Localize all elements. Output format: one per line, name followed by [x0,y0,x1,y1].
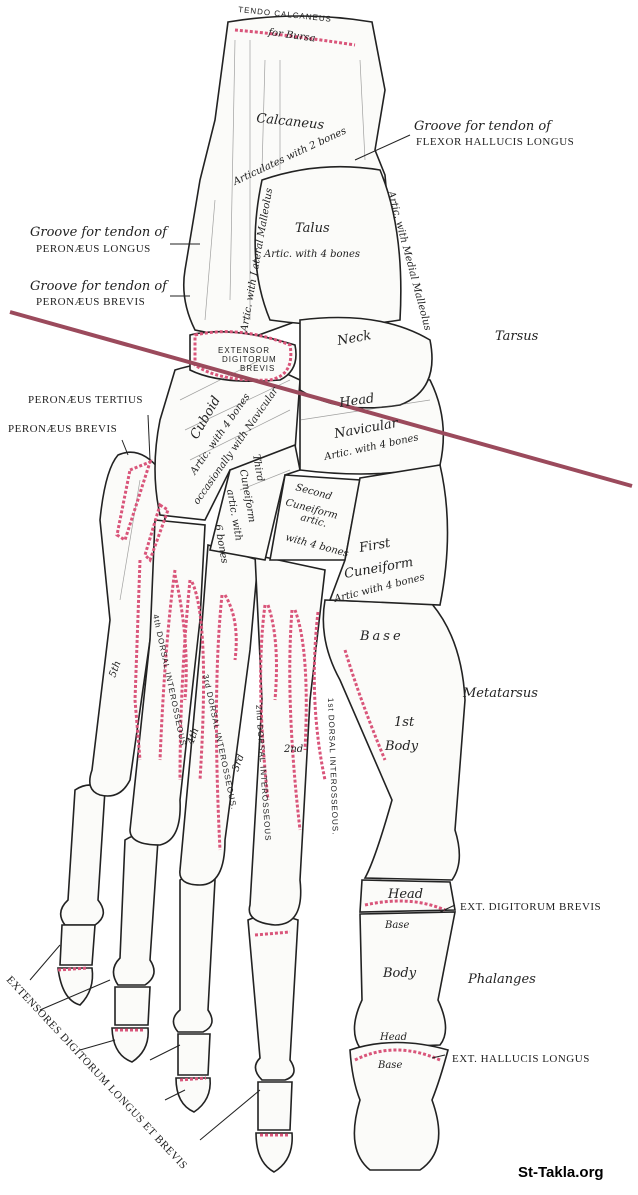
label-base: Base [359,629,404,644]
label-groove-pb-1: Groove for tendon of [30,279,169,294]
label-third-cun-1: Third [250,454,266,483]
label-groove-pl-1: Groove for tendon of [30,225,169,240]
label-extensores: EXTENSORES DIGITORUM LONGUS ET BREVIS [4,974,190,1172]
label-ph-base: Base [384,920,409,931]
label-mt-5: 5th [107,659,123,679]
label-groove-pl-2: PERONÆUS LONGUS [36,243,151,255]
label-di-1: 1st DORSAL INTEROSSEOUS. [326,698,340,836]
label-ph-base2: Base [377,1060,402,1071]
label-calcaneus: Calcaneus [256,111,326,133]
metatarsal-bones [89,451,466,926]
label-groove-pb-2: PERONÆUS BREVIS [36,296,145,308]
label-peronaeus-brevis: PERONÆUS BREVIS [8,423,117,435]
leader-lines [29,134,456,1141]
label-mt-2: 2nd [283,744,303,755]
muscle-insertions [57,28,446,1137]
label-talus-artic: Artic. with 4 bones [263,249,360,260]
first-cuneiform-bone [328,464,449,606]
label-first-cun-1: First [357,536,392,557]
label-ph-body: Body [382,966,417,981]
label-first-mt: 1st [394,715,415,730]
label-body: Body [384,739,419,754]
talus-bone [254,165,402,326]
label-phalanges: Phalanges [467,972,536,987]
label-edb-3: BREVIS [240,364,275,373]
label-ph-head: Head [379,1032,407,1043]
label-ext-hallucis: EXT. HALLUCIS LONGUS [452,1053,590,1065]
section-line [9,310,633,488]
watermark: St-Takla.org [518,1164,604,1181]
label-ext-dig-brevis: EXT. DIGITORUM BREVIS [460,901,601,913]
label-groove-fhl-2: FLEXOR HALLUCIS LONGUS [416,136,574,148]
label-metatarsus: Metatarsus [462,686,538,701]
phalanges-bones [57,784,456,1173]
label-talus: Talus [295,221,330,236]
label-head: Head [337,391,375,411]
label-edb-1: EXTENSOR [218,346,270,355]
label-mt-head: Head [387,887,423,902]
label-peronaeus-tertius: PERONÆUS TERTIUS [28,394,143,406]
label-tarsus: Tarsus [495,329,539,344]
label-edb-2: DIGITORUM [222,355,277,364]
label-groove-fhl-1: Groove for tendon of [414,119,553,134]
label-neck: Neck [335,328,372,349]
